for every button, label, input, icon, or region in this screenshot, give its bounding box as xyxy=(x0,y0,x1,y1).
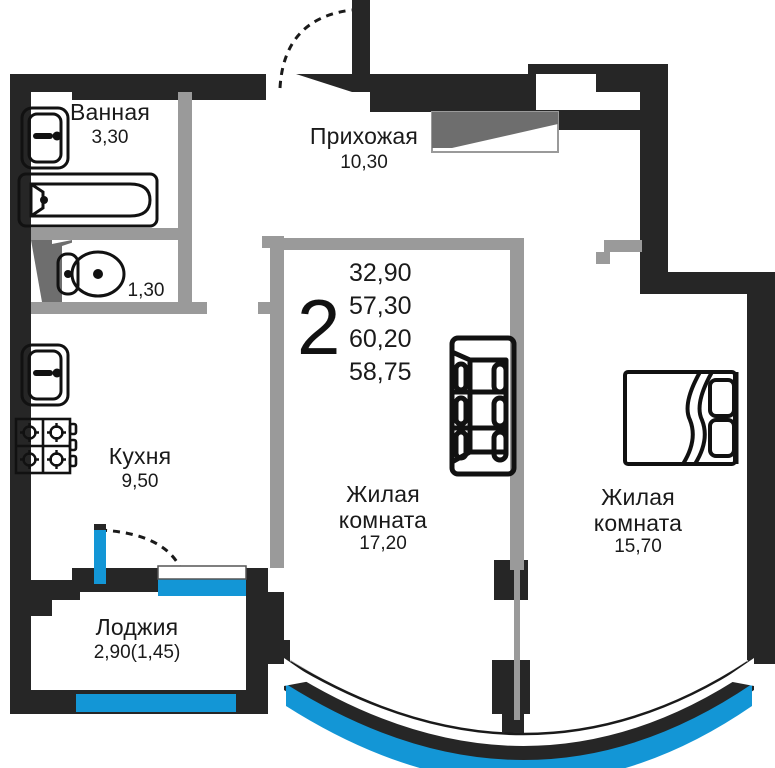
loggia-glazing-outline xyxy=(157,565,247,580)
area-line-total: 32,90 xyxy=(349,259,412,287)
stove-hob-icon xyxy=(14,417,78,475)
washbasin-bathroom-icon xyxy=(20,106,70,170)
area-line-with-loggia: 60,20 xyxy=(349,325,412,353)
room-area-living-right: 15,70 xyxy=(614,536,662,557)
bay-window-curved xyxy=(284,656,754,768)
bathtub-icon xyxy=(17,172,159,228)
area-line-living: 57,30 xyxy=(349,292,412,320)
entrance-door-swing xyxy=(278,8,353,89)
sofa-icon xyxy=(449,335,517,477)
room-label-bathroom: Ванная xyxy=(70,99,150,125)
room-area-hallway: 10,30 xyxy=(340,152,388,173)
room-label-kitchen: Кухня xyxy=(108,443,172,469)
hallway-niche xyxy=(431,111,559,153)
loggia-glazing xyxy=(76,530,246,712)
dimension-wc-corridor: 1,30 xyxy=(127,280,165,301)
toilet-icon xyxy=(56,250,126,298)
interior-walls xyxy=(31,92,642,720)
room-area-kitchen: 9,50 xyxy=(121,471,159,492)
room-label-loggia: Лоджия xyxy=(95,614,179,640)
room-area-loggia: 2,90(1,45) xyxy=(93,642,181,663)
areas-summary: 32,90 57,30 60,20 58,75 xyxy=(349,257,412,389)
room-area-bathroom: 3,30 xyxy=(91,127,129,148)
area-line-net: 58,75 xyxy=(349,358,412,386)
room-area-living-left: 17,20 xyxy=(359,533,407,554)
rooms-count-badge: 2 xyxy=(297,283,341,371)
washbasin-kitchen-icon xyxy=(20,343,70,407)
room-label-hallway: Прихожая xyxy=(309,123,419,149)
bed-icon xyxy=(623,370,739,466)
